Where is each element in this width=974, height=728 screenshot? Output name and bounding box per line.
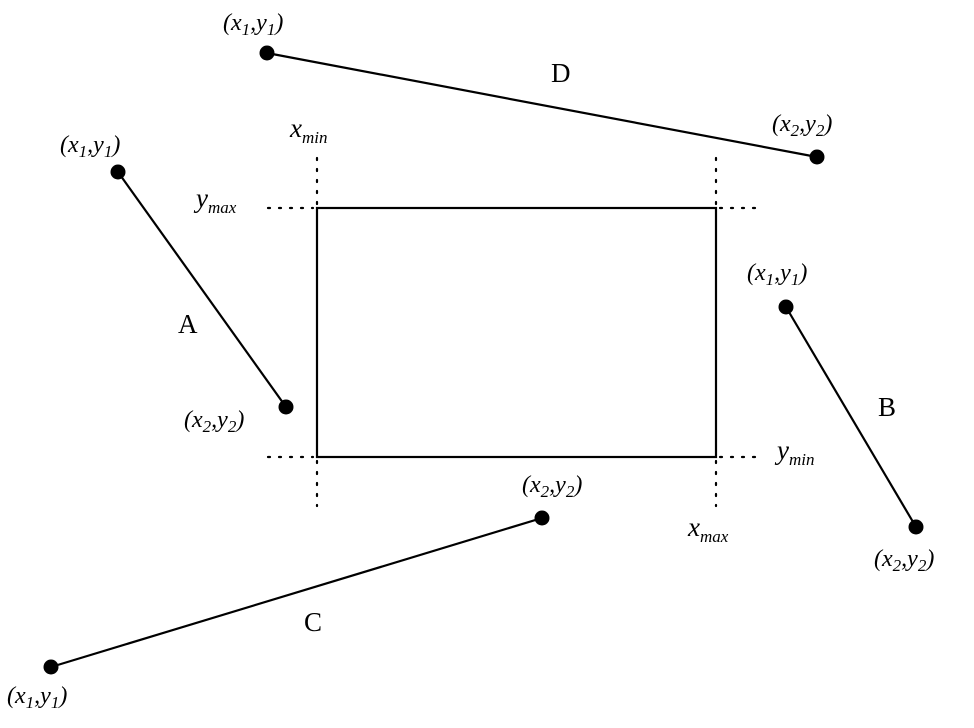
segment-b-p2-label: (x2,y2) [874,546,934,575]
segment-d-start-point [259,45,275,61]
segment-d-p2-label: (x2,y2) [772,111,832,140]
segment-c-p2-label: (x2,y2) [522,472,582,501]
clipping-window [315,206,718,459]
segment-a-line [117,171,287,408]
segment-d-p1-label: (x1,y1) [223,10,283,39]
segment-c-start-point [43,659,59,675]
segment-a-p1-label: (x1,y1) [60,132,120,161]
segment-d: D (x1,y1) (x2,y2) [223,10,832,165]
segment-b-label: B [878,392,896,422]
segment-c: C (x1,y1) (x2,y2) [7,472,582,712]
segment-a: A (x1,y1) (x2,y2) [60,132,294,436]
ymin-label: ymin [774,435,814,469]
segment-a-end-point [278,399,294,415]
segment-d-label: D [551,58,571,88]
segment-c-label: C [304,607,322,637]
segment-b: B (x1,y1) (x2,y2) [747,260,934,575]
segment-b-start-point [778,299,794,315]
segment-d-end-point [809,149,825,165]
xmin-label: xmin [289,113,327,147]
segment-b-end-point [908,519,924,535]
segment-b-line [785,306,917,528]
segment-a-label: A [178,309,198,339]
segment-c-line [50,516,543,669]
segment-c-p1-label: (x1,y1) [7,683,67,712]
segment-a-p2-label: (x2,y2) [184,407,244,436]
ymax-label: ymax [193,183,237,217]
segment-b-p1-label: (x1,y1) [747,260,807,289]
segment-a-start-point [110,164,126,180]
xmax-label: xmax [687,512,729,546]
segment-c-end-point [534,510,550,526]
segment-d-line [266,51,818,159]
